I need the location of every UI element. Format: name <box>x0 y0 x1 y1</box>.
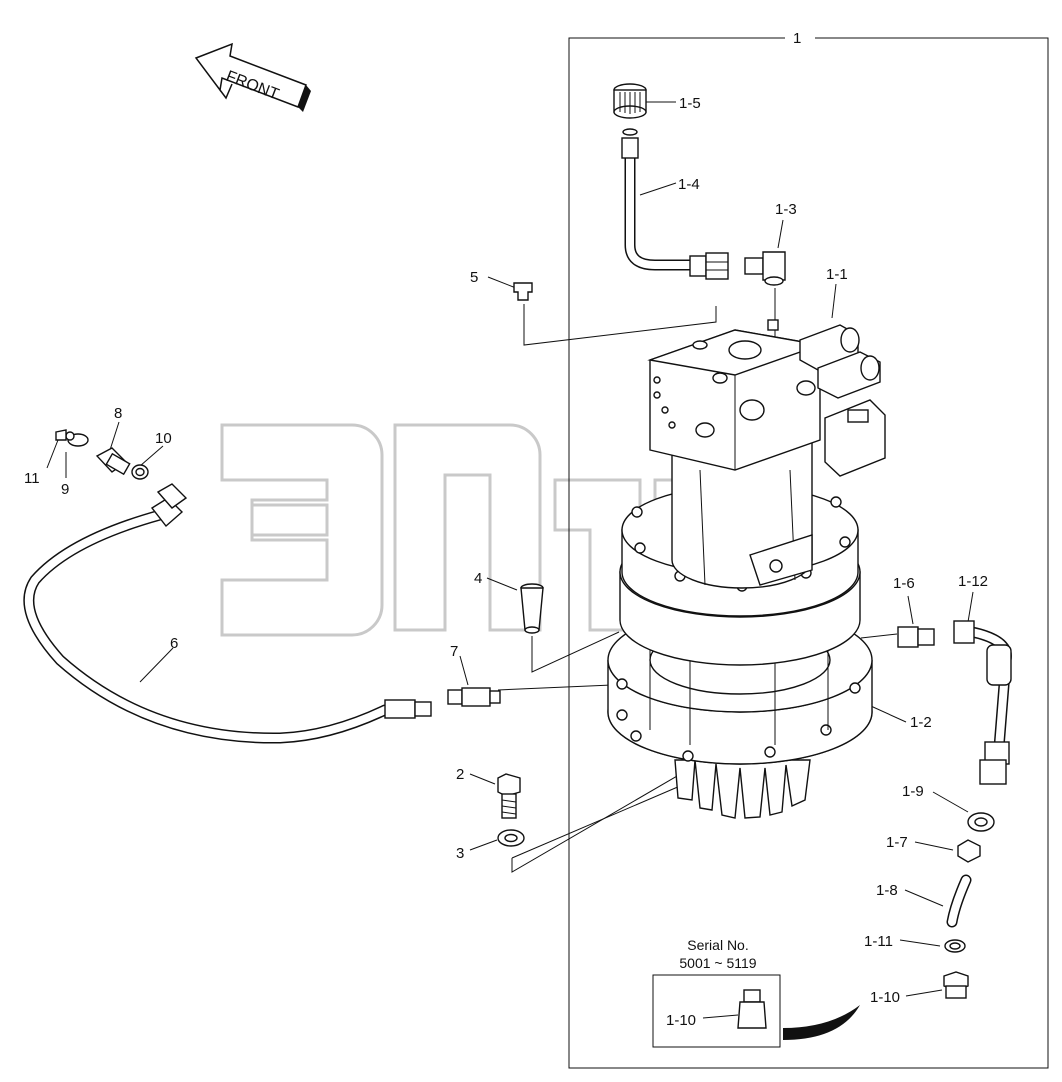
callout-1: 1 <box>793 30 801 47</box>
part-4-sleeve <box>520 583 544 634</box>
callout-1-8: 1-8 <box>876 882 898 899</box>
callout-3: 3 <box>456 845 464 862</box>
callout-1-5: 1-5 <box>679 95 701 112</box>
callout-8: 8 <box>114 405 122 422</box>
callout-11: 11 <box>24 470 40 487</box>
callout-5: 5 <box>470 269 478 286</box>
leader-lines <box>46 101 974 1019</box>
parts-2-3-bolt-washer <box>497 773 525 847</box>
part-7-adapter <box>447 687 501 707</box>
callout-1-12: 1-12 <box>958 573 988 590</box>
part-1-5-cap <box>613 83 647 136</box>
callout-1-9: 1-9 <box>902 783 924 800</box>
serial-label: Serial No. <box>687 937 748 953</box>
serial-inset-box: Serial No. 5001 ~ 5119 1-10 <box>652 937 860 1048</box>
serial-range: 5001 ~ 5119 <box>679 955 756 971</box>
callout-1-7: 1-7 <box>886 834 908 851</box>
front-arrow: FRONT <box>194 42 311 112</box>
part-5-plug <box>513 282 533 301</box>
callout-10: 10 <box>155 430 172 447</box>
callout-1-4: 1-4 <box>678 176 700 193</box>
callout-1-10-inset: 1-10 <box>666 1012 696 1029</box>
callout-1-11: 1-11 <box>864 933 893 950</box>
right-side-fittings <box>897 620 1012 999</box>
assembly-1-boundary <box>568 37 1049 1069</box>
callout-9: 9 <box>61 481 69 498</box>
part-6-hose <box>23 483 432 744</box>
callout-1-10: 1-10 <box>870 989 900 1006</box>
callout-2: 2 <box>456 766 464 783</box>
callout-7: 7 <box>450 643 458 660</box>
part-1-3-elbow <box>744 251 786 286</box>
callout-1-1: 1-1 <box>826 266 848 283</box>
callout-1-3: 1-3 <box>775 201 797 218</box>
callout-1-6: 1-6 <box>893 575 915 592</box>
callout-6: 6 <box>170 635 178 652</box>
swing-motor-assembly <box>607 319 886 819</box>
callout-4: 4 <box>474 570 482 587</box>
callouts: 1 1-5 1-4 1-3 1-1 5 8 10 11 9 4 6 7 1-6 … <box>24 30 988 1006</box>
part-1-4-pipe <box>621 137 729 280</box>
callout-1-2: 1-2 <box>910 714 932 731</box>
parts-8-9-10-11 <box>55 429 149 480</box>
